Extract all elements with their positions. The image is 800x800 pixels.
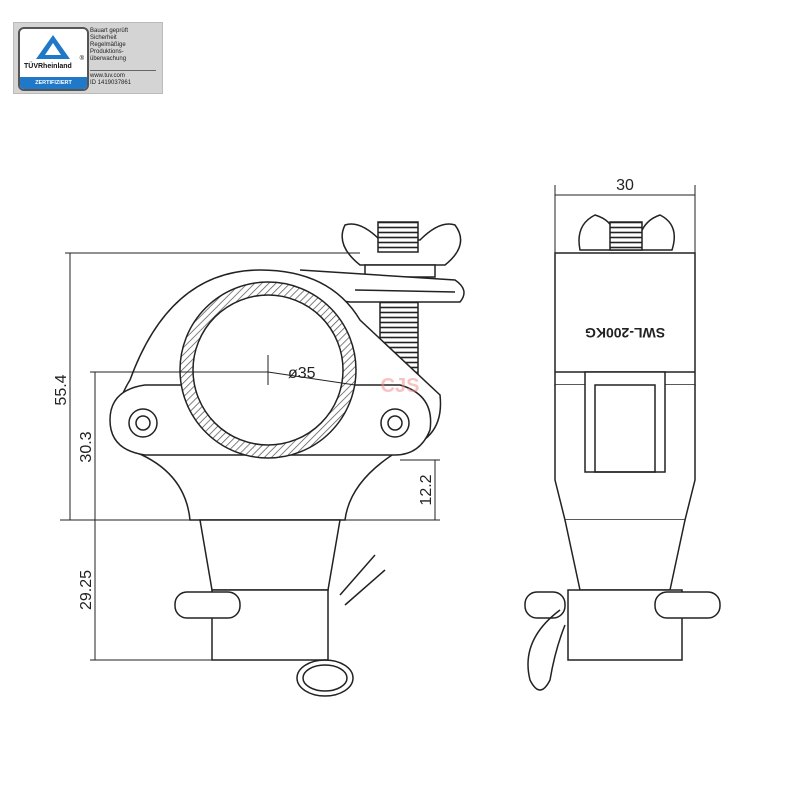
lower-height-dim: 12.2 (418, 474, 435, 505)
width-dim: 30 (616, 177, 634, 194)
front-view (109, 221, 465, 697)
cert-line: Produktions- (90, 49, 124, 55)
side-body (554, 252, 696, 386)
spigot-height-dim: 29.25 (78, 570, 95, 610)
watermark: CJS (381, 375, 420, 397)
spigot (199, 519, 341, 591)
cert-line: Bauart geprüft (90, 28, 129, 34)
cert-line: überwachung (90, 56, 127, 62)
cert-website: www.tuv.com (90, 73, 125, 79)
tuv-certificate-badge: TÜVRheinland ® ZERTIFIZIERT Bauart geprü… (13, 22, 163, 94)
side-view (524, 214, 721, 691)
cert-line: Sicherheit (90, 35, 117, 41)
pivot-rivet (128, 408, 158, 438)
certificate-footer: www.tuv.com ID 1419037861 (90, 70, 156, 87)
cert-id: ID 1419037861 (90, 80, 132, 86)
bolt-rivet (380, 408, 410, 438)
cert-line: Regelmäßige (90, 42, 126, 48)
tuv-brand: TÜVRheinland (24, 63, 72, 70)
diameter-dim: ø35 (288, 365, 316, 382)
tuv-triangle-icon (36, 35, 70, 59)
dimension-lines (60, 185, 696, 661)
center-height-dim: 30.3 (78, 431, 95, 462)
tuv-logo: TÜVRheinland ® ZERTIFIZIERT (18, 27, 89, 91)
swl-label: SWL-200KG (585, 325, 665, 341)
registered-mark: ® (79, 56, 84, 62)
pin (174, 591, 241, 619)
certificate-text: Bauart geprüft Sicherheit Regelmäßige Pr… (90, 28, 128, 63)
overall-height-dim: 55.4 (53, 374, 70, 405)
ring-pin (296, 659, 354, 697)
zertifiziert-label: ZERTIFIZIERT (20, 77, 87, 89)
